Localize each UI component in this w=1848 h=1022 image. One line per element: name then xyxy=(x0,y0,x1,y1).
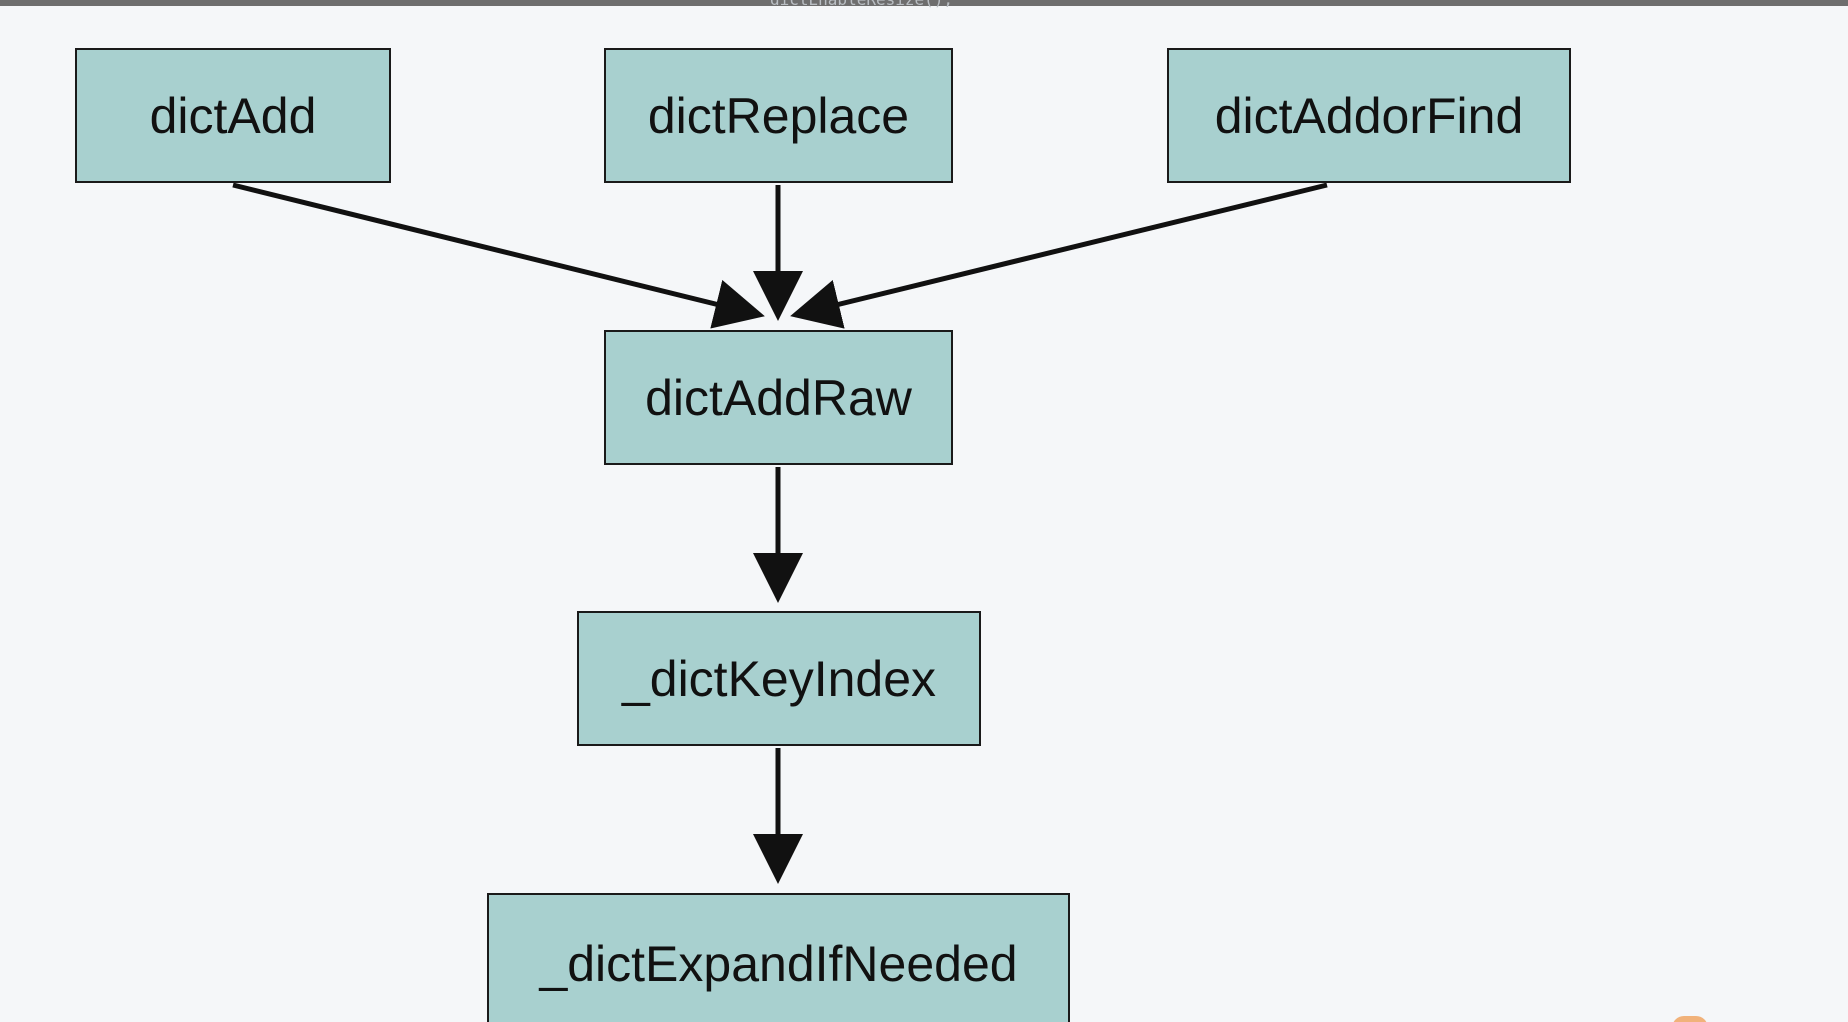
node-dictAddRaw: dictAddRaw xyxy=(604,330,953,465)
node-label: dictAddorFind xyxy=(1214,87,1524,144)
node-label: _dictKeyIndex xyxy=(621,650,937,707)
code-snippet-fragment: dictEnableResize(); xyxy=(770,0,953,9)
node-label: _dictExpandIfNeeded xyxy=(539,936,1018,992)
window-top-strip xyxy=(0,0,1848,6)
node-dictReplace: dictReplace xyxy=(604,48,953,183)
edge-dictAdd-to-dictAddRaw xyxy=(232,182,765,329)
node-dictKeyIndex: _dictKeyIndex xyxy=(577,611,981,746)
cursor-indicator xyxy=(1672,1016,1708,1022)
node-dictAdd: dictAdd xyxy=(75,48,391,183)
edge-dictAddorFind-to-dictAddRaw xyxy=(790,182,1328,329)
node-dictAddorFind: dictAddorFind xyxy=(1167,48,1571,183)
node-dictExpandIfNeeded: _dictExpandIfNeeded xyxy=(487,893,1070,1022)
node-label: dictAdd xyxy=(149,87,317,144)
node-label: dictReplace xyxy=(647,87,910,144)
node-label: dictAddRaw xyxy=(645,369,912,426)
